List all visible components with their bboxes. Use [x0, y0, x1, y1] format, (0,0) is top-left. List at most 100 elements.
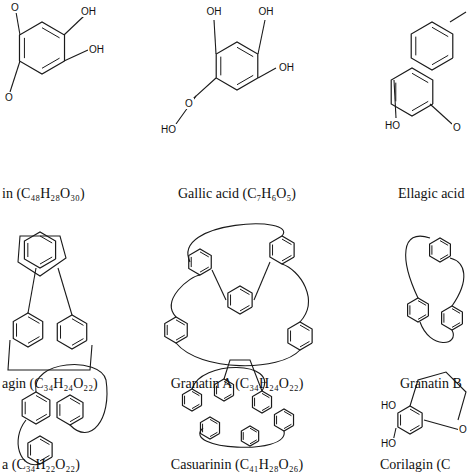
atom-label: O: [452, 122, 462, 133]
double-bond: [185, 391, 200, 408]
double-bond: [203, 419, 218, 436]
double-bond: [24, 28, 59, 69]
compound-caption: Casuarinin (C₄₁H₂₈O₂₆): [171, 457, 303, 472]
bond: [214, 20, 216, 54]
double-bond: [273, 239, 292, 261]
atom-label: HO: [380, 400, 397, 411]
ring: [19, 22, 64, 74]
bond: [258, 20, 265, 54]
bond: [430, 104, 452, 124]
bond: [212, 270, 226, 300]
bond: [176, 343, 300, 366]
double-bond: [401, 409, 420, 431]
ring: [252, 391, 271, 413]
ring: [411, 22, 453, 70]
atom-label: HO: [160, 124, 177, 135]
atom-label: HO: [384, 120, 401, 131]
ring: [24, 232, 55, 268]
double-bond: [25, 396, 47, 421]
bond: [64, 50, 88, 61]
ring: [408, 298, 429, 322]
compound-caption: in (C₄₈H₂₈O₃₀): [2, 186, 85, 201]
bond: [450, 258, 464, 306]
double-bond: [291, 325, 310, 347]
bond: [171, 275, 200, 317]
bond: [420, 322, 453, 343]
double-bond: [221, 47, 253, 84]
compound-caption: Granatin A (C₃₄H₂₄O₂₂): [171, 376, 304, 391]
compound-caption: a (C₃₄H₂₂O₂₂): [2, 457, 80, 472]
bond: [188, 224, 284, 262]
ring-bonds: [13, 22, 462, 464]
bond: [58, 268, 72, 315]
atom-label: OH: [206, 6, 223, 17]
compound-caption: Ellagic acid: [398, 186, 464, 201]
double-bond: [416, 27, 448, 64]
ring: [182, 389, 201, 411]
double-bond: [410, 301, 426, 320]
bond-lines: [8, 12, 466, 465]
atom-label: OH: [88, 44, 105, 55]
ring: [22, 392, 50, 424]
atom-label: OH: [80, 6, 97, 17]
bond: [36, 365, 107, 433]
double-bond: [60, 398, 80, 421]
double-bond: [432, 241, 448, 260]
ring: [430, 238, 451, 262]
bond: [28, 268, 36, 313]
compound-caption: Gallic acid (C₇H₆O₅): [178, 186, 296, 201]
double-bond: [396, 73, 428, 110]
ring: [391, 68, 433, 116]
inner-bonds: [17, 27, 461, 461]
ring: [189, 249, 212, 275]
atom-label: O: [4, 92, 14, 103]
bond: [10, 61, 20, 92]
ring: [274, 409, 293, 431]
double-bond: [167, 320, 185, 340]
double-bond: [231, 289, 250, 311]
compound-caption: agin (C₃₄H₂₄O₂₂): [2, 376, 98, 391]
double-bond: [17, 317, 40, 344]
double-bond: [444, 309, 460, 328]
double-bond: [191, 252, 209, 272]
compound-caption: Granatin B: [400, 376, 462, 391]
bond: [200, 428, 284, 447]
bond: [424, 420, 460, 430]
bond: [258, 68, 276, 78]
atom-label: OH: [258, 6, 275, 17]
ring: [241, 426, 258, 446]
bond: [64, 16, 84, 35]
atom-label: OH: [278, 62, 295, 73]
atom-label: HO: [380, 438, 397, 449]
bond: [450, 12, 466, 22]
compound-caption: Corilagin (C: [380, 457, 450, 472]
ring: [228, 286, 252, 314]
double-bond: [243, 428, 257, 444]
ring: [442, 306, 463, 330]
ring: [57, 315, 86, 349]
bond: [254, 262, 270, 300]
atom-label: O: [184, 98, 194, 109]
ring: [398, 406, 422, 434]
bond: [282, 264, 308, 322]
ring: [165, 317, 188, 343]
double-bond: [277, 411, 292, 428]
ring: [13, 313, 42, 347]
bond: [8, 340, 92, 370]
ring: [270, 236, 294, 264]
bond: [406, 236, 430, 298]
ring: [200, 417, 219, 439]
double-bond: [61, 319, 84, 346]
double-bond: [255, 393, 270, 410]
bond: [176, 78, 216, 124]
ring: [57, 395, 83, 425]
double-bond: [28, 236, 52, 264]
atom-label: O: [10, 2, 20, 13]
atom-label: O: [458, 424, 468, 435]
bond: [394, 80, 396, 118]
ring: [216, 42, 258, 90]
bond: [16, 12, 20, 35]
ring: [288, 322, 312, 350]
